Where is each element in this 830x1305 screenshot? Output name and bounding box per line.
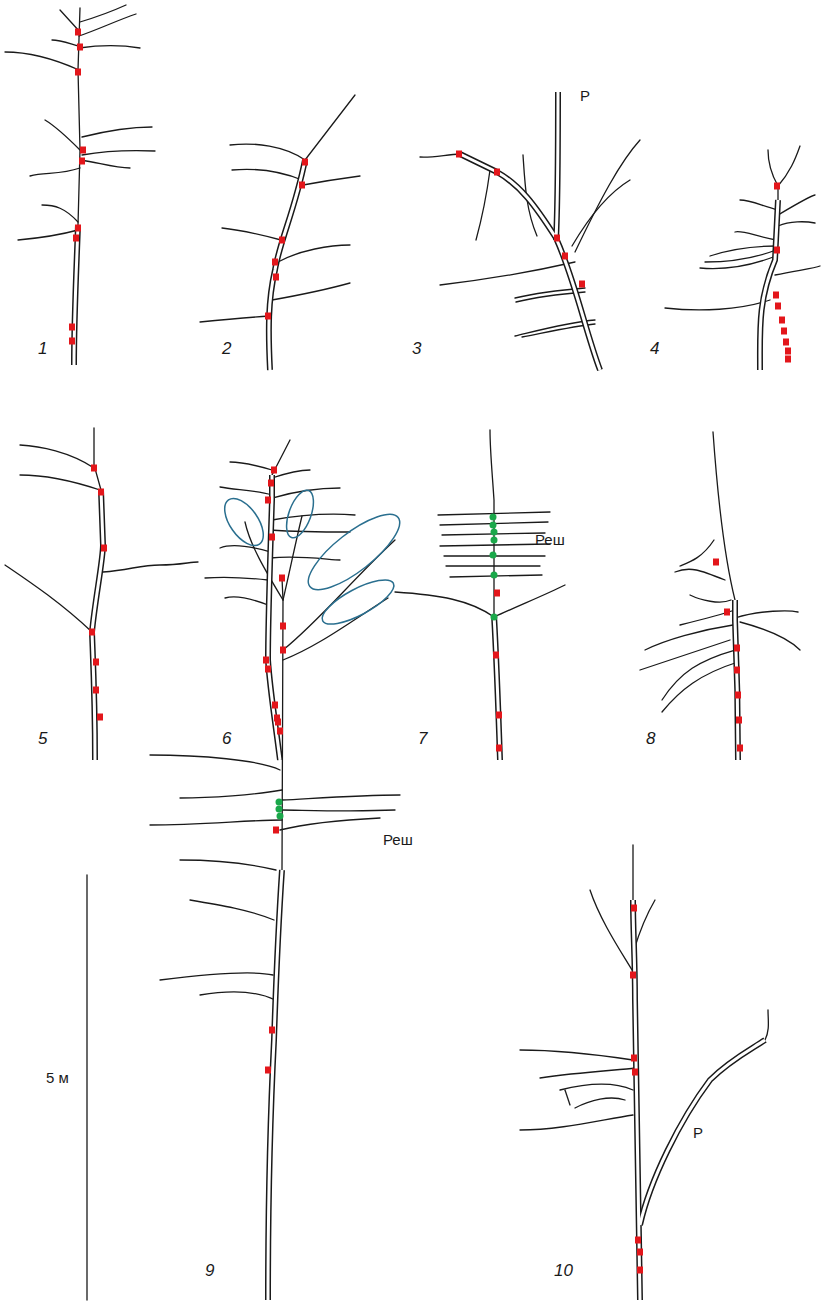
green-marks [276,514,498,820]
figure-number: 1 [38,340,47,359]
zone-label: Реш [383,832,413,849]
zone-label: Реш [535,532,565,549]
branch-lines [5,5,820,1300]
figure-number: 2 [222,340,231,359]
figure-number: 9 [205,1262,214,1281]
trunk-outline [74,92,778,1300]
figure-number: 4 [650,340,659,359]
figure-number: 8 [646,730,655,749]
red-marks [69,29,791,1274]
figure-number: 10 [554,1262,573,1281]
crown-outline [217,487,410,633]
figure-number: 6 [222,730,231,749]
figure-number: 7 [418,730,427,749]
trunk-fill [74,92,778,1300]
figure-number: 5 [38,730,47,749]
branch-label: Р [693,1125,703,1142]
branch-label: Р [580,88,590,105]
scale-label: 5 м [46,1070,69,1087]
figure-number: 3 [412,340,421,359]
